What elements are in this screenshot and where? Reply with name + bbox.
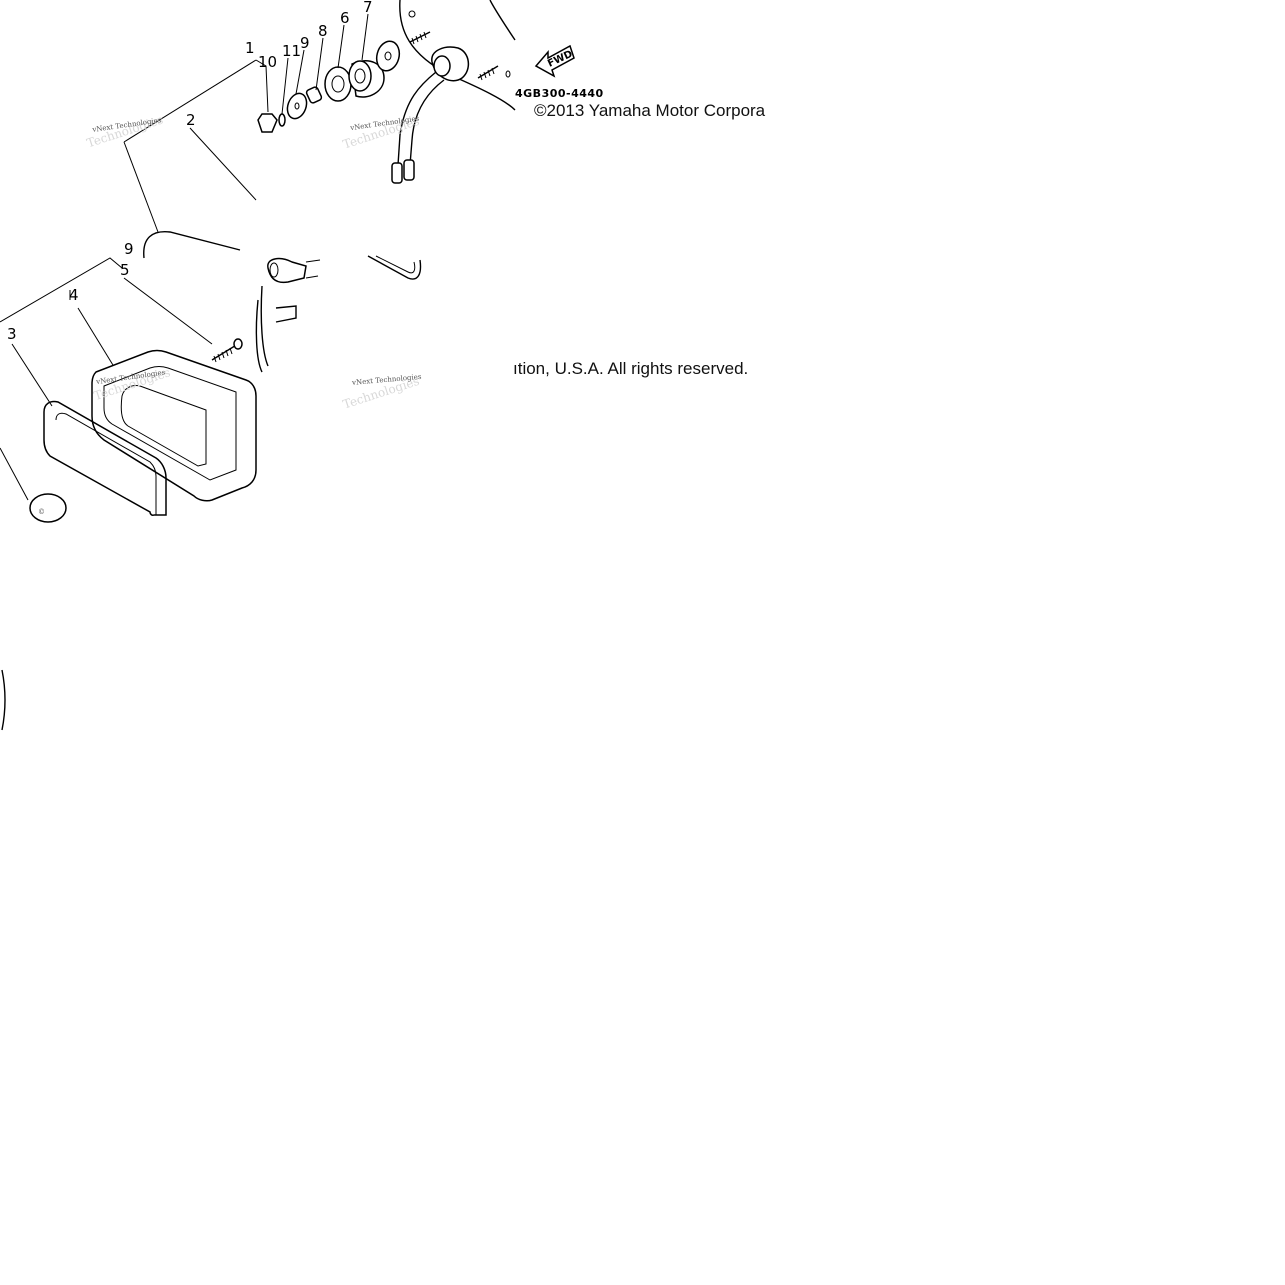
mounting-screw (0, 257, 243, 407)
copyright-line-1: ©2013 Yamaha Motor Corpora (534, 101, 766, 120)
svg-text:©: © (38, 508, 45, 516)
callout-labels: 1 2 3 4 5 6 7 8 9 9 10 11 (7, 0, 373, 343)
leader-lines-top (123, 13, 369, 143)
callout-9-top: 9 (300, 34, 310, 52)
callout-8: 8 (318, 22, 328, 40)
bulb-socket (391, 46, 470, 184)
lamp-lens (123, 127, 422, 373)
gasket (43, 400, 167, 516)
callout-2: 2 (186, 111, 196, 129)
bulb (267, 257, 321, 284)
reflector: © (0, 447, 67, 731)
callout-5: 5 (120, 261, 130, 279)
hardware-stack (257, 40, 401, 133)
lens-cover (91, 349, 257, 502)
callout-3: 3 (7, 325, 17, 343)
fwd-arrow-icon: FWD (534, 44, 575, 78)
callout-4: 4 (69, 286, 79, 304)
callout-11: 11 (282, 42, 301, 60)
drawing-code: 4GB300-4440 (515, 87, 604, 100)
callout-10: 10 (258, 53, 277, 71)
stud-bolt (409, 31, 499, 81)
callout-6: 6 (340, 9, 350, 27)
callout-7: 7 (363, 0, 373, 16)
callout-1: 1 (245, 39, 255, 57)
callout-9-lower: 9 (124, 240, 134, 258)
copyright-line-2: ıtion, U.S.A. All rights reserved. (513, 359, 748, 378)
